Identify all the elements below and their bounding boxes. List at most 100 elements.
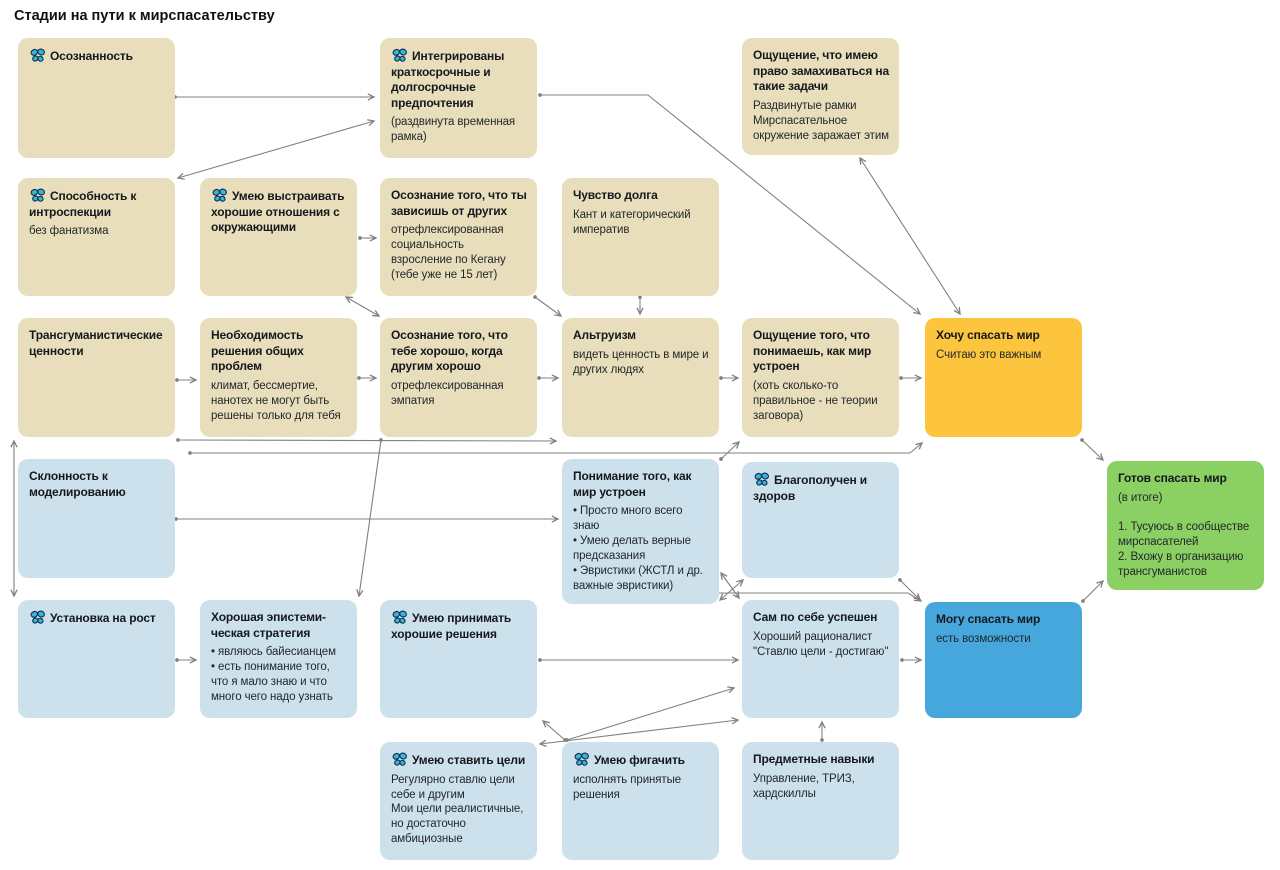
- edge-d1-to-c6: [190, 443, 922, 453]
- node-title-text: Осознанность: [50, 49, 133, 63]
- node-d4[interactable]: Готов спасать мир (в итоге) 1. Тусуюсь в …: [1107, 461, 1264, 591]
- node-title: Способность к интроспекции: [29, 188, 166, 220]
- node-title-text: Умею фигачить: [594, 753, 685, 767]
- edge-f2-to-e3: [543, 721, 565, 740]
- node-title: Необходимость решения общих проблем: [211, 328, 348, 375]
- edge-d3-to-e5: [900, 580, 920, 600]
- edge-a2-to-c6: [540, 95, 920, 314]
- node-a2[interactable]: Интегрированы краткосрочные и долгосрочн…: [380, 38, 537, 158]
- node-title-text: Необходимость решения общих проблем: [211, 328, 304, 374]
- node-title-text: Могу спасать мир: [936, 612, 1041, 626]
- edge-d2-to-c5: [721, 442, 739, 459]
- node-title: Трансгуманистические ценности: [29, 328, 166, 359]
- node-c5[interactable]: Ощущение того, что понимаешь, как мир ус…: [742, 318, 899, 437]
- node-e3[interactable]: Умею принимать хорошие решения: [380, 600, 537, 718]
- edge-b3-to-c4: [535, 297, 561, 316]
- node-e5[interactable]: Могу спасать мир есть возможности: [925, 602, 1082, 718]
- node-title-text: Установка на рост: [50, 611, 156, 625]
- node-title-text: Способность к интроспекции: [29, 189, 137, 219]
- edge-f1-to-e4: [540, 720, 738, 744]
- node-title: Умею выстраивать хорошие отношения с окр…: [211, 188, 348, 236]
- edge-c1-to-c4: [178, 440, 556, 441]
- node-title-text: Осознание того, что тебе хорошо, когда д…: [391, 328, 508, 374]
- node-title: Ощущение того, что понимаешь, как мир ус…: [753, 328, 890, 375]
- node-c4[interactable]: Альтруизм видеть ценность в мире и других…: [562, 318, 719, 437]
- node-a3[interactable]: Ощущение, что имею право замахиваться на…: [742, 38, 899, 155]
- node-title: Альтруизм: [573, 328, 710, 344]
- node-title-text: Трансгуманистические ценности: [29, 328, 163, 358]
- node-e2[interactable]: Хорошая эпистеми-ческая стратегия • являю…: [200, 600, 357, 718]
- node-title: Предметные навыки: [753, 752, 890, 768]
- node-title-text: Понимание того, как мир устроен: [573, 469, 692, 499]
- butterfly-icon: [392, 752, 407, 766]
- node-d2[interactable]: Понимание того, как мир устроен • Просто …: [562, 459, 719, 604]
- butterfly-icon: [30, 48, 45, 62]
- node-subtext: • являюсь байесианцем • есть понимание т…: [211, 646, 336, 703]
- node-subtext: отрефлексированная социальность взрослен…: [391, 224, 506, 281]
- node-subtext: Считаю это важным: [936, 348, 1042, 361]
- node-title-text: Хочу спасать мир: [936, 328, 1040, 342]
- node-b3[interactable]: Осознание того, что ты зависишь от други…: [380, 178, 537, 296]
- node-subtext: видеть ценность в мире и других людях: [573, 348, 709, 376]
- node-e1[interactable]: Установка на рост: [18, 600, 175, 718]
- node-title-text: Благополучен и здоров: [753, 473, 868, 503]
- node-d1[interactable]: Склонность к моделированию: [18, 459, 175, 578]
- node-title: Сам по себе успешен: [753, 610, 890, 626]
- node-title: Хорошая эпистеми-ческая стратегия: [211, 610, 348, 641]
- node-title: Осознание того, что тебе хорошо, когда д…: [391, 328, 528, 375]
- node-subtext: Хороший рационалист "Ставлю цели - дости…: [753, 630, 889, 658]
- node-title: Готов спасать мир: [1118, 471, 1255, 487]
- node-title: Умею принимать хорошие решения: [391, 610, 528, 642]
- butterfly-icon: [392, 610, 407, 624]
- butterfly-icon: [574, 752, 589, 766]
- edge-d3-to-d2: [720, 580, 743, 600]
- node-title-text: Готов спасать мир: [1118, 471, 1227, 485]
- node-a1[interactable]: Осознанность: [18, 38, 175, 158]
- butterfly-icon: [392, 48, 407, 62]
- butterfly-icon: [212, 188, 227, 202]
- node-title: Склонность к моделированию: [29, 469, 166, 500]
- edge-f2-to-e4: [567, 688, 734, 740]
- node-subtext: Управление, ТРИЗ, хардскиллы: [753, 772, 855, 800]
- node-title-text: Склонность к моделированию: [29, 469, 126, 499]
- node-d3[interactable]: Благополучен и здоров: [742, 462, 899, 578]
- node-subtext: без фанатизма: [29, 225, 109, 238]
- node-title-text: Ощущение того, что понимаешь, как мир ус…: [753, 328, 872, 374]
- node-subtext: есть возможности: [936, 632, 1031, 645]
- node-title: Понимание того, как мир устроен: [573, 469, 710, 500]
- node-subtext: (в итоге) 1. Тусуюсь в сообществе мирспа…: [1118, 491, 1250, 579]
- node-subtext: Регулярно ставлю цели себе и другим Мои …: [391, 773, 524, 846]
- node-title: Умею ставить цели: [391, 752, 528, 769]
- node-b1[interactable]: Способность к интроспекции без фанатизма: [18, 178, 175, 296]
- node-c3[interactable]: Осознание того, что тебе хорошо, когда д…: [380, 318, 537, 437]
- node-subtext: (раздвинута временная рамка): [391, 116, 516, 144]
- edge-c6-to-d4: [1082, 440, 1103, 460]
- butterfly-icon: [30, 188, 45, 202]
- node-title-text: Интегрированы краткосрочные и долгосрочн…: [391, 49, 505, 110]
- edge-b1-to-a2: [178, 121, 374, 178]
- node-subtext: • Просто много всего знаю • Умею делать …: [573, 505, 703, 592]
- node-subtext: исполнять принятые решения: [573, 773, 682, 801]
- node-b2[interactable]: Умею выстраивать хорошие отношения с окр…: [200, 178, 357, 296]
- node-subtext: Раздвинутые рамки Мирспасательное окруже…: [753, 99, 889, 142]
- node-title-text: Чувство долга: [573, 188, 658, 202]
- edge-b2-to-c3: [346, 297, 379, 316]
- node-subtext: отрефлексированная эмпатия: [391, 379, 504, 407]
- butterfly-icon: [30, 610, 45, 624]
- node-title: Осознание того, что ты зависишь от други…: [391, 188, 528, 219]
- page-title: Стадии на пути к мирспасательству: [14, 8, 275, 24]
- butterfly-icon: [754, 472, 769, 486]
- node-f2[interactable]: Умею фигачить исполнять принятые решения: [562, 742, 719, 860]
- node-title: Умею фигачить: [573, 752, 710, 769]
- node-title-text: Сам по себе успешен: [753, 610, 878, 624]
- node-c1[interactable]: Трансгуманистические ценности: [18, 318, 175, 437]
- node-title-text: Предметные навыки: [753, 752, 875, 766]
